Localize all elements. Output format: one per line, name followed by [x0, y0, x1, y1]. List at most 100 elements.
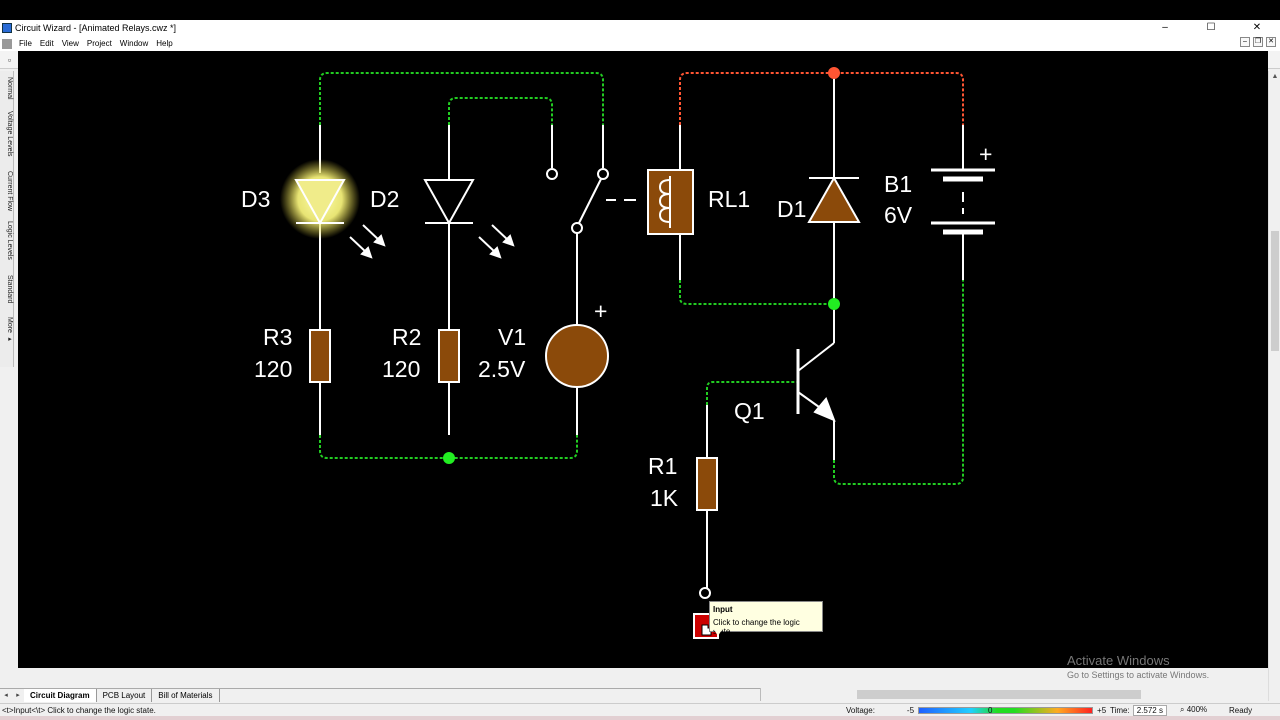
wire-top-d2 — [448, 97, 553, 125]
wire-base — [706, 381, 798, 405]
wire-coil-low — [679, 280, 834, 305]
wire-top-right — [679, 72, 964, 125]
zoom-value: 400% — [1186, 705, 1208, 714]
mdi-close-button[interactable]: ✕ — [1266, 37, 1276, 47]
relay-switch[interactable] — [546, 168, 636, 234]
status-bar: <t>Input<\t> Click to change the logic s… — [0, 703, 1280, 716]
tab-pcb-layout[interactable]: PCB Layout — [97, 688, 153, 702]
view-tab-logic-levels[interactable]: Logic Levels — [6, 221, 13, 260]
tab-circuit-diagram[interactable]: Circuit Diagram — [24, 688, 97, 702]
menu-bar: File Edit View Project Window Help – ❐ ✕ — [0, 36, 1280, 51]
diode-d1-body — [807, 175, 861, 223]
ready-status: Ready — [1229, 705, 1253, 715]
input-terminal — [699, 587, 711, 599]
label-r1-value: 1K — [650, 485, 679, 511]
view-tab-current-flow[interactable]: Current Flow — [6, 171, 13, 212]
switch-arm — [578, 178, 602, 224]
voltage-source-v1[interactable] — [545, 324, 609, 388]
close-button[interactable]: ✕ — [1252, 22, 1262, 33]
menu-window[interactable]: Window — [119, 39, 149, 48]
voltage-max: +5 — [1097, 705, 1107, 715]
label-d1: D1 — [777, 196, 806, 222]
menu-view[interactable]: View — [61, 39, 79, 48]
label-v1-plus: + — [594, 298, 607, 324]
driver-circuit — [679, 72, 964, 588]
relay-coil-rl1[interactable] — [647, 169, 694, 235]
label-d3: D3 — [241, 186, 270, 212]
label-v1-value: 2.5V — [478, 356, 526, 382]
menu-file[interactable]: File — [19, 39, 32, 48]
window-controls: – ☐ ✕ — [1142, 20, 1280, 36]
view-tab-normal[interactable]: Normal — [6, 77, 13, 100]
led-d3-body — [294, 179, 346, 226]
mdi-minimize-button[interactable]: – — [1240, 37, 1250, 47]
q1-collector — [797, 342, 835, 372]
horizontal-scroll-thumb[interactable] — [857, 690, 1141, 699]
label-r2-value: 120 — [382, 356, 420, 382]
document-icon[interactable] — [2, 38, 12, 49]
label-rl1: RL1 — [708, 186, 750, 212]
resistor-r2[interactable] — [438, 329, 460, 383]
view-tab-voltage-levels[interactable]: Voltage Levels — [6, 111, 13, 157]
menu-edit[interactable]: Edit — [39, 39, 54, 48]
status-message: <t>Input<\t> Click to change the logic s… — [2, 705, 156, 715]
voltage-mid: 0 — [988, 705, 993, 715]
wire-ground-return — [833, 280, 964, 485]
led-d2[interactable] — [423, 179, 515, 259]
activate-windows-watermark: Activate Windows Go to Settings to activ… — [1067, 653, 1209, 680]
tab-next-icon[interactable]: ▸ — [16, 692, 20, 699]
junction-left-bottom — [443, 452, 455, 464]
new-file-icon[interactable]: ▫ — [7, 54, 12, 65]
led-d3[interactable] — [280, 159, 386, 259]
sim-time: Time: 2.572 s — [1110, 704, 1167, 716]
label-q1: Q1 — [734, 398, 765, 424]
tab-bill-of-materials[interactable]: Bill of Materials — [152, 688, 220, 702]
left-view-tabs: Normal Voltage Levels Current Flow Logic… — [0, 71, 14, 367]
led-circuit — [319, 72, 604, 459]
bottom-strip — [0, 716, 1280, 720]
horizontal-scrollbar[interactable] — [760, 688, 1268, 701]
watermark-subtitle: Go to Settings to activate Windows. — [1067, 670, 1210, 680]
maximize-button[interactable]: ☐ — [1206, 22, 1216, 33]
label-r2-name: R2 — [392, 324, 421, 350]
view-tab-more[interactable]: More ▸ — [6, 317, 13, 343]
app-icon — [2, 23, 12, 33]
battery-b1[interactable] — [931, 168, 995, 235]
voltage-legend: Voltage: -5 +5 — [846, 706, 1106, 715]
tab-first-icon[interactable]: ◂ — [4, 692, 8, 699]
mdi-restore-button[interactable]: ❐ — [1253, 37, 1263, 47]
letterbox-top — [0, 0, 1280, 20]
view-tab-standard[interactable]: Standard — [6, 275, 13, 304]
circuit-canvas[interactable]: D3 D2 R3 120 R2 120 V1 2.5V + RL1 D1 B1 … — [18, 51, 1268, 668]
label-b1-name: B1 — [884, 171, 912, 197]
mdi-controls: – ❐ ✕ — [1240, 37, 1276, 47]
led-d3-light-arrows — [349, 224, 386, 259]
label-b1-value: 6V — [884, 202, 913, 228]
led-d2-light-arrows — [478, 224, 515, 259]
scroll-up-icon[interactable]: ▲ — [1271, 73, 1279, 80]
transistor-q1[interactable] — [796, 342, 836, 422]
q1-emitter-arrow — [813, 397, 836, 422]
minimize-button[interactable]: – — [1162, 22, 1168, 33]
voltage-min: -5 — [906, 705, 915, 715]
label-v1-name: V1 — [498, 324, 526, 350]
time-value: 2.572 s — [1132, 704, 1167, 716]
watermark-title: Activate Windows — [1067, 653, 1170, 668]
title-bar: Circuit Wizard - [Animated Relays.cwz *]… — [0, 20, 1280, 36]
voltage-label: Voltage: — [846, 705, 875, 715]
label-r3-name: R3 — [263, 324, 292, 350]
tooltip-tail — [713, 628, 723, 636]
menu-help[interactable]: Help — [156, 39, 173, 48]
menu-project[interactable]: Project — [86, 39, 112, 48]
schematic-svg[interactable]: D3 D2 R3 120 R2 120 V1 2.5V + RL1 D1 B1 … — [18, 51, 1268, 668]
vertical-scroll-thumb[interactable] — [1271, 231, 1279, 351]
junction-top-right — [828, 67, 840, 79]
window-title: Circuit Wizard - [Animated Relays.cwz *] — [15, 23, 177, 33]
vertical-scrollbar[interactable]: ▲ — [1268, 71, 1280, 701]
diode-d1[interactable] — [807, 175, 861, 223]
resistor-r3[interactable] — [309, 329, 331, 383]
input-tooltip: Input Click to change the logic state. — [709, 601, 823, 636]
resistor-r1[interactable] — [696, 457, 718, 511]
label-r3-value: 120 — [254, 356, 292, 382]
switch-common — [571, 222, 583, 234]
